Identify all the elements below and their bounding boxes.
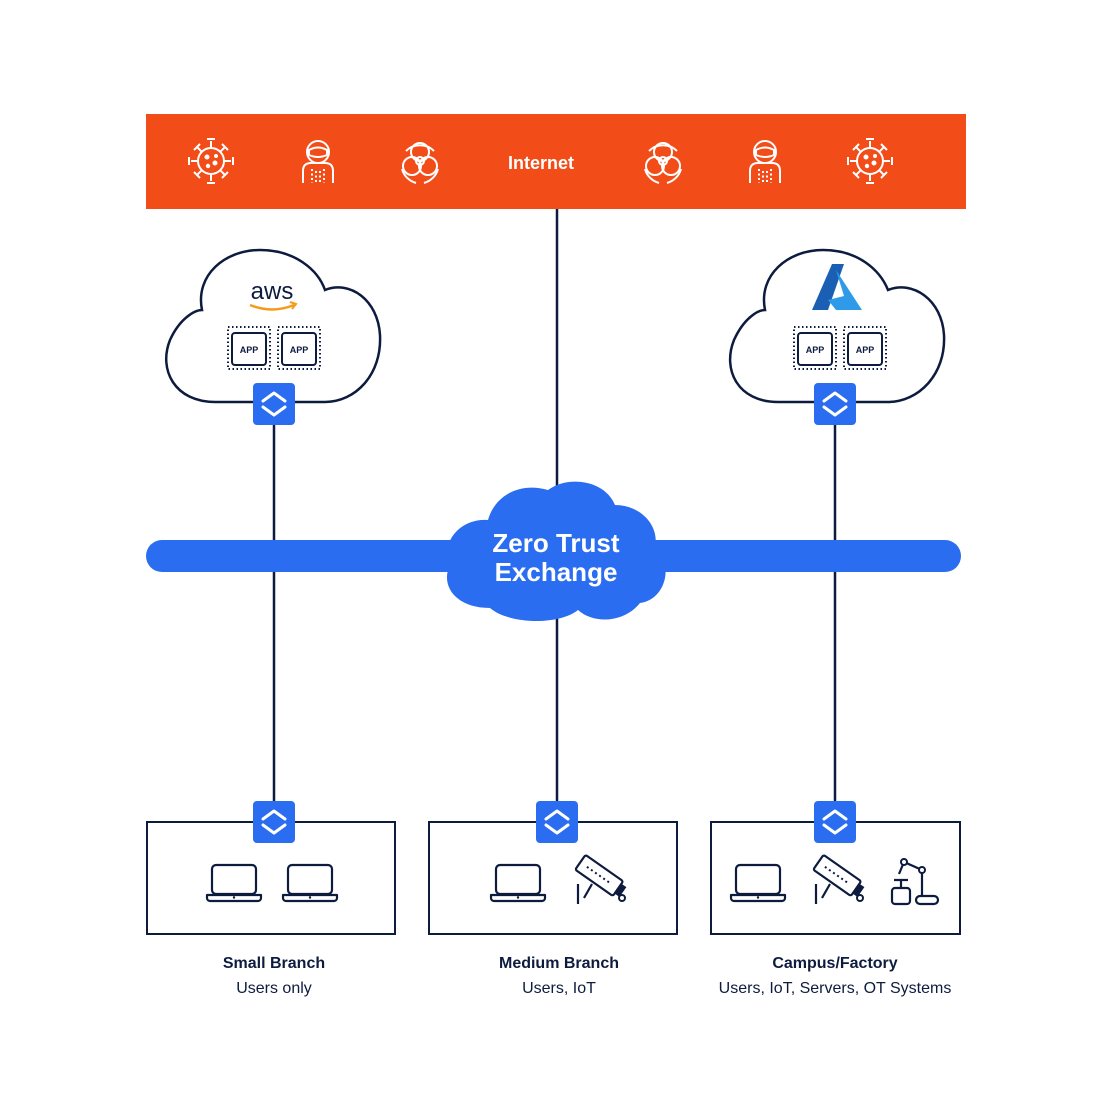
branch-title-campus: Campus/Factory bbox=[772, 955, 898, 972]
app-label: APP bbox=[806, 345, 825, 355]
internet-label: Internet bbox=[508, 153, 574, 173]
zte-cloud bbox=[446, 481, 666, 622]
azure-cloud: APP APP bbox=[728, 248, 946, 427]
app-label: APP bbox=[240, 345, 259, 355]
internet-bar-background bbox=[146, 114, 966, 209]
app-chip: APP bbox=[793, 326, 837, 370]
branch-title-small: Small Branch bbox=[222, 955, 326, 972]
app-chip: APP bbox=[227, 326, 271, 370]
zte-title-line2: Exchange bbox=[495, 557, 618, 587]
app-label: APP bbox=[856, 345, 875, 355]
connector-badge-icon bbox=[534, 799, 580, 845]
aws-cloud: aws APP APP bbox=[165, 248, 382, 427]
connector-badge-icon bbox=[812, 799, 858, 845]
internet-bar: Internet bbox=[146, 114, 966, 209]
aws-smile-icon bbox=[249, 303, 295, 311]
branch-title-medium: Medium Branch bbox=[498, 955, 619, 972]
aws-logo: aws bbox=[251, 278, 294, 305]
branch-subtitle-medium: Users, IoT bbox=[522, 980, 596, 997]
zte-title-line1: Zero Trust bbox=[492, 528, 619, 558]
app-label: APP bbox=[290, 345, 309, 355]
branch-campus bbox=[710, 799, 961, 935]
connector-badge-icon bbox=[251, 381, 297, 427]
app-chip: APP bbox=[277, 326, 321, 370]
branch-medium bbox=[428, 799, 678, 935]
branch-subtitle-small: Users only bbox=[236, 980, 312, 997]
branch-small bbox=[146, 799, 396, 935]
connector-badge-icon bbox=[251, 799, 297, 845]
zero-trust-exchange: Zero Trust Exchange bbox=[146, 481, 961, 622]
azure-logo-icon bbox=[812, 264, 862, 310]
branch-subtitle-campus: Users, IoT, Servers, OT Systems bbox=[718, 980, 952, 997]
connector-badge-icon bbox=[812, 381, 858, 427]
app-chip: APP bbox=[843, 326, 887, 370]
